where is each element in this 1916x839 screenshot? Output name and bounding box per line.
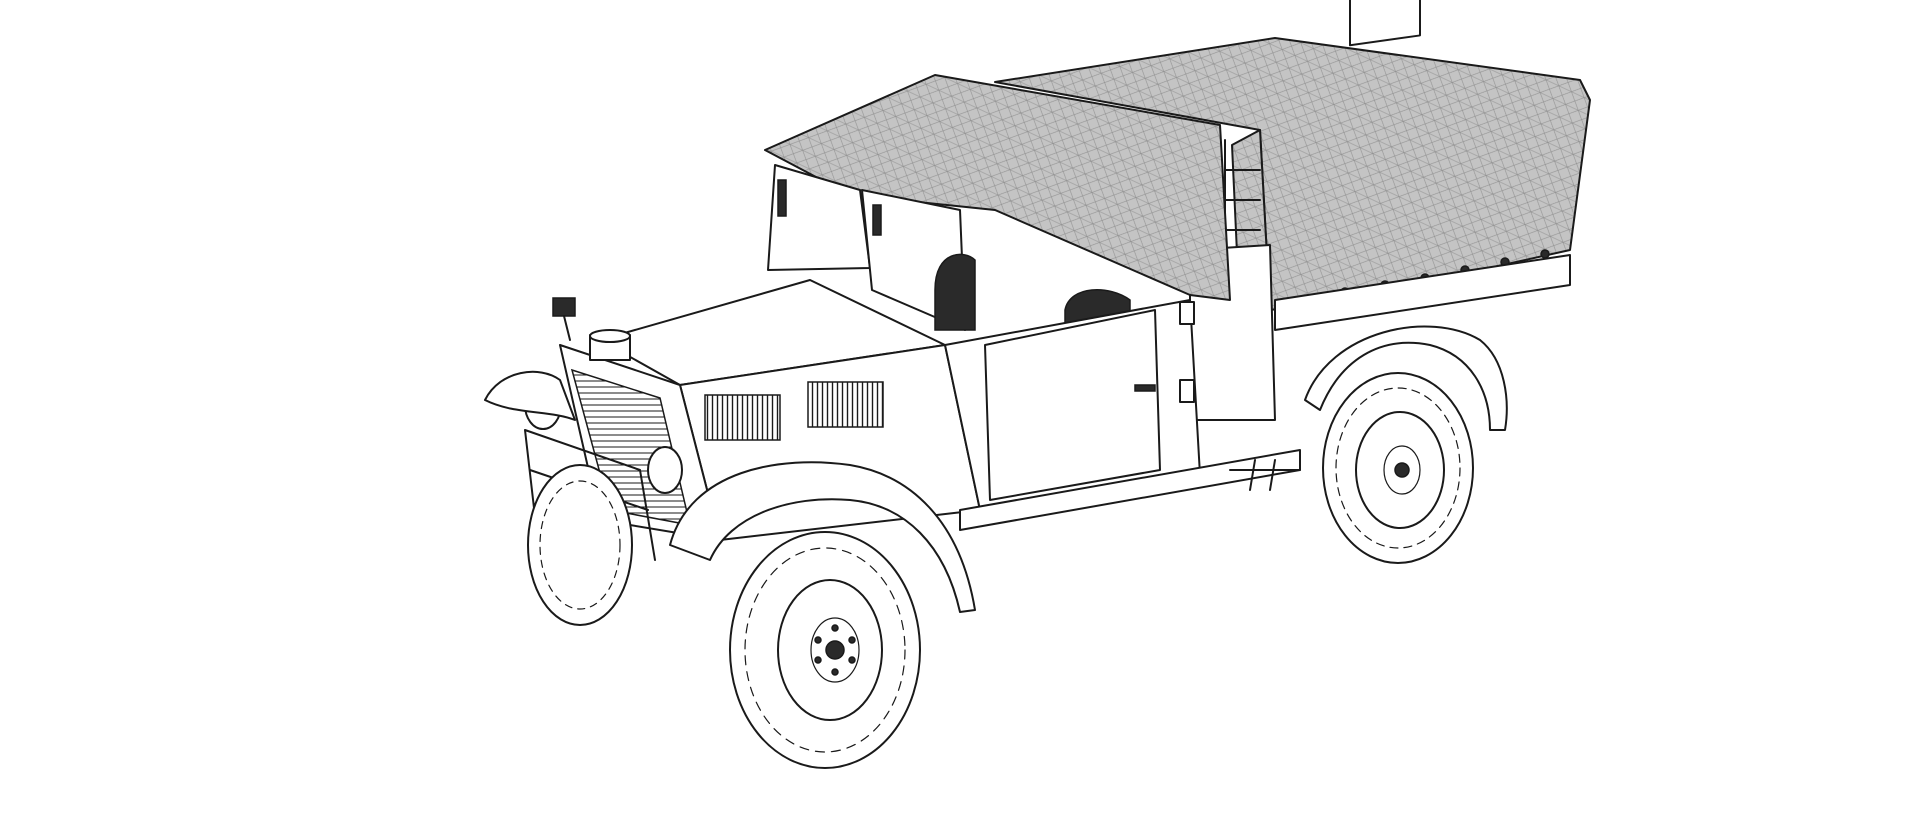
hood-louver-right (807, 381, 884, 428)
hood-louver-left (704, 394, 781, 441)
hinge-bottom (1179, 379, 1195, 403)
door-panel (984, 309, 1161, 501)
door-handle (1134, 384, 1156, 392)
front-left-wheel (527, 464, 633, 626)
front-right-wheel (729, 531, 921, 769)
rear-suspension (1229, 459, 1301, 491)
wheel-lug-nuts (814, 624, 856, 676)
rear-wheel (1322, 372, 1474, 564)
cargo-bed (1189, 139, 1571, 421)
canvas-window-left (1349, 0, 1421, 47)
rear-fender (1304, 325, 1508, 431)
front-right-fender (669, 461, 976, 613)
front-left-fender (484, 370, 576, 421)
side-mirror (552, 297, 576, 341)
hinge-top (1179, 301, 1195, 325)
